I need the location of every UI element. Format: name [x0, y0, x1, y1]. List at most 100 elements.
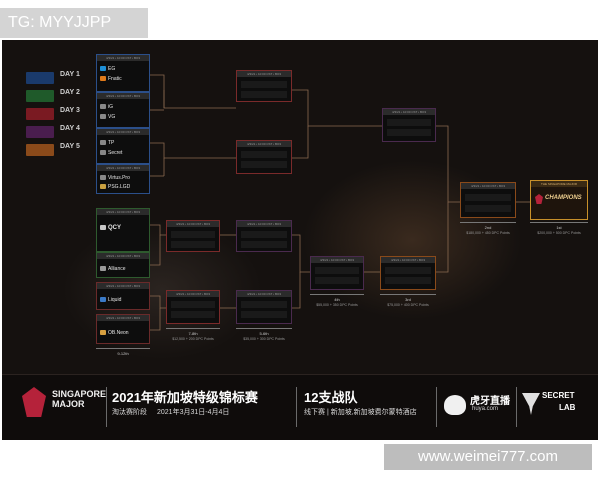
match-lower-final[interactable]: 4/3/21 • 10:00 CST • BO3	[380, 256, 436, 290]
match-upper-r1-1[interactable]: 4/3/21 • 10:00 CST • BO3 EG Fnatic	[96, 54, 150, 92]
champions-label: CHAMPIONS	[545, 195, 582, 201]
match-header: 4/3/21 • 10:00 CST • BO3	[237, 291, 291, 297]
match-header: 4/3/21 • 10:00 CST • BO3	[237, 71, 291, 77]
team-name: EG	[108, 66, 116, 72]
match-header: 4/3/21 • 10:00 CST • BO3	[383, 109, 435, 115]
team-slot	[465, 205, 511, 212]
match-lower-r2-1[interactable]: 4/3/21 • 10:00 CST • BO3	[166, 220, 220, 252]
watermark: www.weimei777.com	[384, 444, 592, 470]
day-label: DAY 3	[60, 107, 80, 114]
match-header: 4/3/21 • 10:00 CST • BO3	[97, 129, 149, 135]
team-logo-icon	[100, 150, 106, 156]
team-logo-icon	[100, 104, 106, 110]
divider	[106, 387, 107, 427]
team-slot	[241, 311, 287, 318]
day-swatch	[26, 144, 54, 156]
day-legend-item-2: DAY 2	[26, 88, 96, 106]
stage-label-4th: 4th	[310, 294, 364, 302]
team-slot	[171, 231, 215, 238]
team-name: OB.Neon	[108, 330, 129, 336]
day-swatch	[26, 72, 54, 84]
match-lower-r1-1[interactable]: 4/3/21 • 10:00 CST • BO3 QCY	[96, 208, 150, 252]
match-lower-r3-1[interactable]: 4/3/21 • 10:00 CST • BO3	[236, 220, 292, 252]
stage-label-3rd: 3rd	[380, 294, 436, 302]
venue-text: 线下赛 | 新加坡,新加坡费尔蒙特酒店	[304, 409, 417, 416]
team-logo-icon	[100, 66, 106, 72]
huya-name: 虎牙直播	[470, 396, 510, 407]
team-slot: PSG.LGD	[100, 183, 146, 191]
team-slot: TP	[100, 139, 146, 147]
team-logo-icon	[100, 266, 106, 272]
team-name: Secret	[108, 150, 123, 156]
teams-count-title: 12支战队	[304, 390, 358, 405]
match-upper-r2-2[interactable]: 4/3/21 • 10:00 CST • BO3	[236, 140, 292, 174]
match-lower-r2-2[interactable]: 4/3/21 • 10:00 CST • BO3	[166, 290, 220, 324]
match-header: 4/3/21 • 10:00 CST • BO3	[237, 141, 291, 147]
team-slot: Secret	[100, 149, 146, 157]
champion-header: THE SINGAPORE MAJOR	[531, 181, 587, 187]
match-header: 4/3/21 • 10:00 CST • BO3	[97, 253, 149, 259]
day-swatch	[26, 108, 54, 120]
match-upper-r1-2[interactable]: 4/3/21 • 10:00 CST • BO3 iG VG	[96, 92, 150, 128]
singapore-major-logo-icon	[22, 387, 46, 417]
day-label: DAY 2	[60, 89, 80, 96]
major-line: MAJOR	[52, 399, 85, 409]
team-name: Virtus.Pro	[108, 175, 130, 181]
match-header: 4/3/21 • 10:00 CST • BO3	[97, 209, 149, 215]
team-slot: Alliance	[100, 265, 146, 273]
match-lower-r1-3[interactable]: 4/3/21 • 10:00 CST • BO3 Liquid	[96, 282, 150, 310]
shield-icon	[535, 194, 543, 204]
match-upper-r1-3[interactable]: 4/3/21 • 10:00 CST • BO3 TP Secret	[96, 128, 150, 164]
event-dates: 2021年3月31日-4月4日	[157, 409, 230, 416]
match-header: 4/3/21 • 10:00 CST • BO3	[97, 55, 149, 61]
team-logo-icon	[100, 330, 106, 336]
bracket-poster: DAY 1 DAY 2 DAY 3 DAY 4 DAY 5	[2, 40, 598, 440]
stage-label-1st: 1st	[530, 222, 588, 230]
team-logo-icon	[100, 297, 106, 303]
team-slot	[171, 311, 215, 318]
team-slot	[171, 241, 215, 248]
team-logo-icon	[100, 175, 106, 181]
secretlab-line1: SECRET	[542, 391, 575, 400]
telegram-tag: TG: MYYJJPP	[0, 8, 148, 38]
team-name: Alliance	[108, 266, 126, 272]
team-name: Fnatic	[108, 76, 122, 82]
match-lower-r1-2[interactable]: 4/3/21 • 10:00 CST • BO3 Alliance	[96, 252, 150, 278]
team-name: TP	[108, 140, 115, 146]
match-upper-final[interactable]: 4/3/21 • 10:00 CST • BO3	[382, 108, 436, 142]
match-header: 4/3/21 • 10:00 CST • BO3	[97, 283, 149, 289]
day-label: DAY 1	[60, 71, 80, 78]
match-lower-r4[interactable]: 4/3/21 • 10:00 CST • BO3	[310, 256, 364, 290]
team-slot	[315, 267, 359, 274]
day-legend-item-3: DAY 3	[26, 106, 96, 124]
day-legend-item-4: DAY 4	[26, 124, 96, 142]
bracket-connectors	[150, 74, 530, 331]
event-stage: 淘汰赛阶段	[112, 409, 147, 416]
team-slot	[315, 277, 359, 284]
divider	[516, 387, 517, 427]
team-name: Liquid	[108, 297, 122, 303]
day-legend-item-5: DAY 5	[26, 142, 96, 160]
match-header: 4/3/21 • 10:00 CST • BO3	[381, 257, 435, 263]
match-lower-r1-4[interactable]: 4/3/21 • 10:00 CST • BO3 OB.Neon	[96, 314, 150, 344]
champion-box: THE SINGAPORE MAJOR CHAMPIONS	[530, 180, 588, 220]
match-lower-r3-2[interactable]: 4/3/21 • 10:00 CST • BO3	[236, 290, 292, 324]
team-slot: OB.Neon	[100, 329, 146, 337]
team-slot	[385, 277, 431, 284]
match-upper-r1-4[interactable]: 4/3/21 • 10:00 CST • BO3 Virtus.Pro PSG.…	[96, 164, 150, 194]
match-upper-r2-1[interactable]: 4/3/21 • 10:00 CST • BO3	[236, 70, 292, 102]
background-glow-left	[62, 220, 262, 360]
day-swatch	[26, 126, 54, 138]
team-slot	[171, 301, 215, 308]
team-slot	[385, 267, 431, 274]
team-slot: EG	[100, 65, 146, 73]
huya-domain: huya.com	[472, 406, 499, 412]
match-header: 4/3/21 • 10:00 CST • BO3	[97, 165, 149, 171]
team-name: PSG.LGD	[108, 184, 131, 190]
secretlab-line2: LAB	[559, 403, 576, 412]
match-grand-final[interactable]: 4/3/21 • 10:00 CST • BO3	[460, 182, 516, 218]
team-slot	[387, 129, 431, 136]
prize-label-3rd: $75,000 + 400 DPC Points	[387, 303, 429, 307]
team-slot: VG	[100, 113, 146, 121]
team-name: VG	[108, 114, 116, 120]
